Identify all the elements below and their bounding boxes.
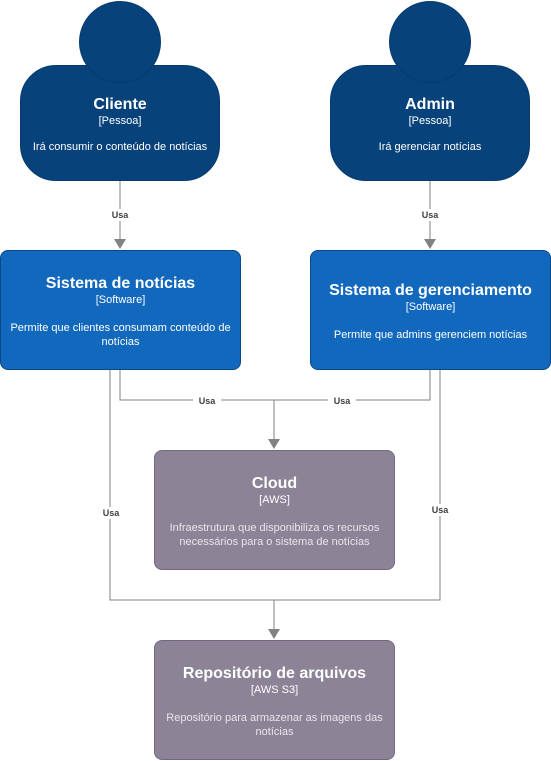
node-kind: [Software] bbox=[405, 301, 456, 313]
edge-gerenciamento-to-repositorio bbox=[274, 370, 441, 601]
person-text: Cliente [Pessoa] Irá consumir o conteúdo… bbox=[20, 95, 220, 154]
node-description: Irá consumir o conteúdo de notícias bbox=[32, 141, 208, 153]
node-description-line: notícias bbox=[255, 726, 294, 738]
edge-label: Usa bbox=[199, 396, 217, 406]
external-repositorio-de-arquivos[interactable]: Repositório de arquivos [AWS S3] Reposit… bbox=[154, 640, 395, 760]
node-description-line: necessários para o sistema de notícias bbox=[179, 536, 370, 548]
person-body bbox=[20, 65, 220, 181]
node-description-line: notícias bbox=[101, 336, 140, 348]
person-head bbox=[79, 1, 161, 83]
edge-label: Usa bbox=[422, 210, 440, 220]
node-description-line: Permite que admins gerenciem notícias bbox=[333, 329, 528, 341]
person-head bbox=[389, 1, 471, 83]
edge-noticias-to-repositorio bbox=[109, 370, 280, 639]
edge-label: Usa bbox=[334, 396, 352, 406]
node-title: Sistema de gerenciamento bbox=[329, 282, 532, 299]
node-description-line: Repositório para armazenar as imagens da… bbox=[166, 712, 383, 724]
node-kind: [AWS] bbox=[259, 494, 290, 506]
node-kind: [Software] bbox=[95, 294, 146, 306]
node-title: Cloud bbox=[251, 475, 298, 492]
edge-label: Usa bbox=[432, 505, 450, 515]
node-title: Repositório de arquivos bbox=[182, 665, 367, 682]
node-kind: [Pessoa] bbox=[98, 115, 142, 127]
person-body bbox=[330, 65, 530, 181]
external-cloud[interactable]: Cloud [AWS] Infraestrutura que disponibi… bbox=[154, 450, 395, 570]
system-sistema-de-noticias[interactable]: Sistema de notícias [Software] Permite q… bbox=[0, 250, 241, 370]
node-description-line: Permite que clientes consumam conteúdo d… bbox=[10, 322, 231, 334]
node-kind: [AWS S3] bbox=[250, 684, 299, 696]
edge-noticias-to-cloud bbox=[119, 370, 280, 449]
node-description: Irá gerenciar notícias bbox=[378, 141, 482, 153]
edge-gerenciamento-to-cloud bbox=[274, 370, 431, 401]
edge-label: Usa bbox=[112, 210, 130, 220]
node-description-line: Infraestrutura que disponibiliza os recu… bbox=[169, 522, 380, 534]
edge-label: Usa bbox=[103, 508, 121, 518]
node-title: Admin bbox=[405, 96, 455, 113]
node-kind: [Pessoa] bbox=[408, 115, 452, 127]
system-sistema-de-gerenciamento[interactable]: Sistema de gerenciamento [Software] Perm… bbox=[310, 250, 551, 370]
node-title: Cliente bbox=[93, 96, 147, 113]
node-title: Sistema de notícias bbox=[45, 275, 196, 292]
person-text: Admin [Pessoa] Irá gerenciar notícias bbox=[330, 95, 530, 154]
